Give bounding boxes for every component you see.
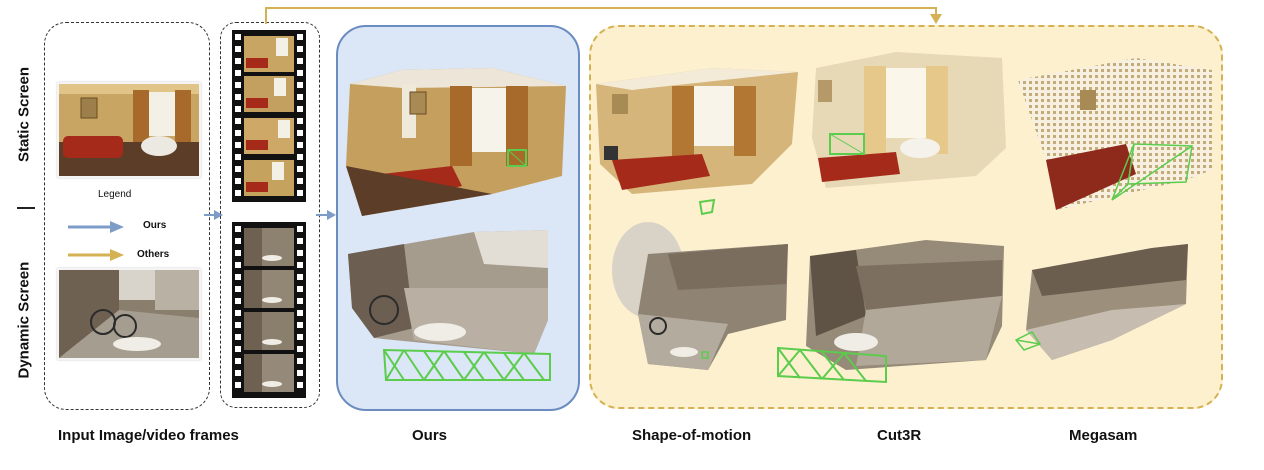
legend-ours-arrow <box>68 221 124 233</box>
caption-input: Input Image/video frames <box>58 427 239 444</box>
legend-ours-label: Ours <box>143 220 167 231</box>
shape-of-motion-dynamic <box>612 222 788 370</box>
caption-ours: Ours <box>412 427 448 444</box>
ours-static-reconstruction <box>346 68 566 216</box>
arrow-input-to-frames <box>204 210 223 220</box>
caption-cut3r: Cut3R <box>877 427 922 444</box>
cut3r-dynamic <box>777 240 1004 384</box>
film-strip-dynamic <box>232 222 306 398</box>
legend-title: Legend <box>98 189 132 200</box>
caption-shape-of-motion: Shape-of-motion <box>632 427 752 444</box>
row-label-static: Static Screen <box>15 66 33 163</box>
cut3r-static <box>812 52 1006 188</box>
arrow-frames-to-others <box>265 7 942 24</box>
input-room-image <box>57 82 201 178</box>
row-divider <box>17 207 35 209</box>
megasam-static <box>1018 58 1212 210</box>
shape-of-motion-static <box>596 68 798 194</box>
legend-others-arrow <box>68 249 124 261</box>
megasam-dynamic <box>1014 244 1188 360</box>
film-strip-static <box>232 30 306 202</box>
legend-others-label: Others <box>137 249 170 260</box>
caption-megasam: Megasam <box>1069 427 1138 444</box>
shape-of-motion-static-camera <box>698 198 716 216</box>
row-label-dynamic: Dynamic Screen <box>15 261 33 379</box>
input-street-image <box>57 268 201 360</box>
arrow-frames-to-ours <box>316 210 336 220</box>
ours-dynamic-reconstruction <box>348 230 551 381</box>
